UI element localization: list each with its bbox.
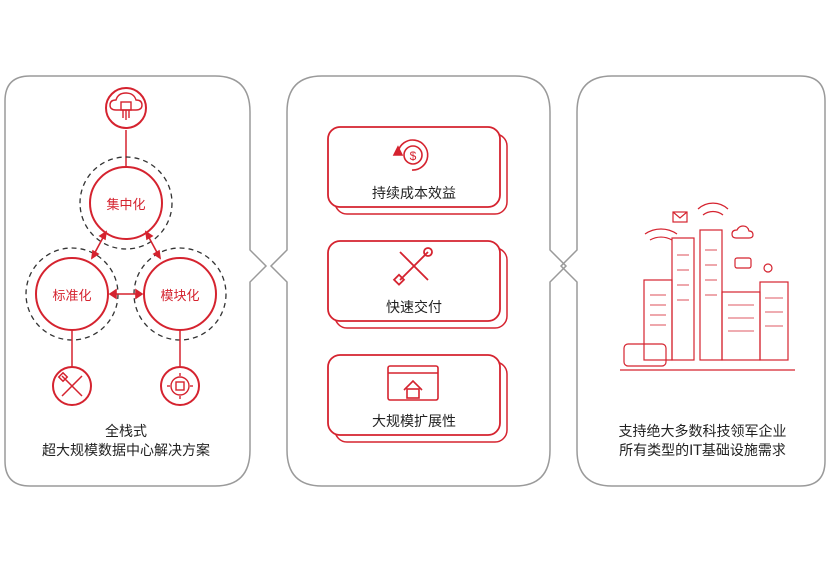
smart-city-icon (620, 202, 795, 371)
card-2-label: 快速交付 (386, 300, 442, 316)
cloud-chip-icon (105, 87, 147, 129)
card-3-label: 大规模扩展性 (372, 414, 456, 430)
panel-1-caption-line-2: 超大规模数据中心解决方案 (42, 443, 210, 459)
panel-3-caption-line-2: 所有类型的IT基础设施需求 (619, 443, 786, 459)
browser-home-icon (387, 365, 439, 401)
panel-1-caption-line-1: 全栈式 (105, 424, 147, 440)
chip-icon (160, 366, 200, 406)
node-right-label: 模块化 (160, 289, 200, 304)
wrench-screwdriver-icon (392, 247, 433, 286)
panel-1-border (4, 75, 268, 487)
dollar-cycle-icon: $ (392, 139, 429, 171)
svg-text:$: $ (410, 149, 417, 163)
panel-2-border (269, 75, 568, 487)
panel-3-caption-line-1: 支持绝大多数科技领军企业 (618, 424, 787, 440)
hierarchy-diagram (25, 87, 227, 406)
node-center (89, 166, 163, 240)
card-1-label: 持续成本效益 (372, 186, 456, 202)
panel-3-border (559, 75, 826, 487)
feature-cards: $ (327, 126, 508, 443)
node-center-label: 集中化 (106, 198, 146, 213)
node-left-label: 标准化 (52, 289, 92, 304)
